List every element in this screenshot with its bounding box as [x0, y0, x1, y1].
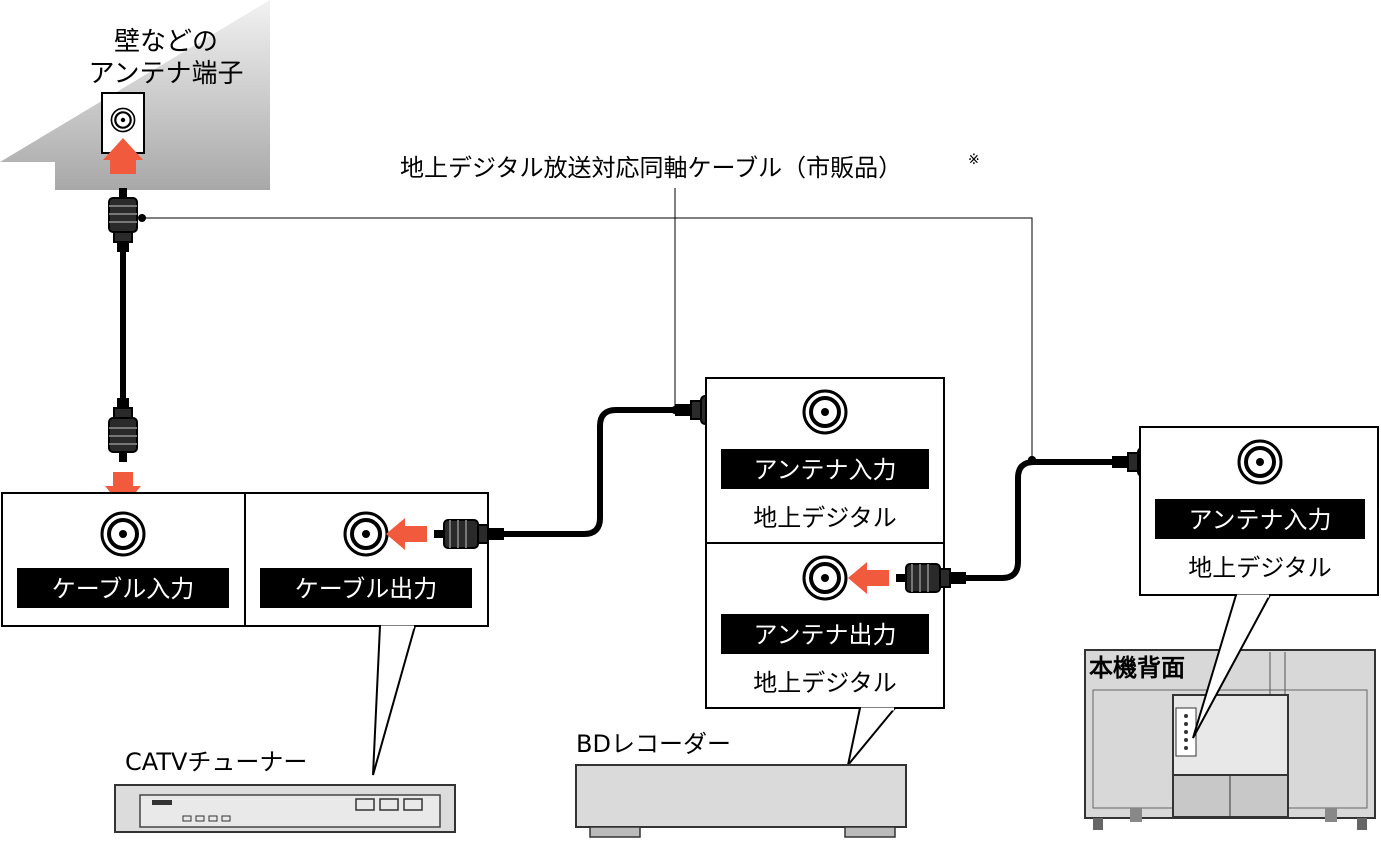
catv-output-label: ケーブル出力 — [295, 575, 438, 603]
coax-cable-catv-to-recorder — [504, 407, 690, 537]
arrow-up-icon — [103, 138, 143, 174]
recorder-antenna-in-label: アンテナ入力 — [753, 456, 896, 484]
tv-rear-label: 本機背面 — [1089, 654, 1185, 682]
bd-recorder-illustration — [575, 764, 907, 838]
tv-antenna-in-label: アンテナ入力 — [1188, 506, 1331, 534]
catv-device-name: CATVチューナー — [125, 748, 307, 776]
cable-caption-note: ※ — [968, 152, 980, 168]
recorder-antenna-in-sub: 地上デジタル — [753, 504, 897, 532]
cable-caption: 地上デジタル放送対応同軸ケーブル（市販品） — [400, 154, 902, 182]
catv-input-label-bg — [17, 568, 229, 608]
catv-callout — [372, 625, 417, 776]
recorder-out-jack-icon — [802, 555, 848, 601]
tv-antenna-in-sub: 地上デジタル — [1188, 554, 1332, 582]
wall-label-line2: アンテナ端子 — [89, 59, 244, 89]
coax-cable-recorder-to-tv — [966, 459, 1120, 581]
catv-input-jack-icon — [100, 511, 146, 557]
coax-cable-wall-to-catv — [108, 187, 138, 463]
tv-rear-illustration — [1084, 649, 1376, 830]
wall-outlet-jack-icon — [110, 107, 136, 133]
catv-input-label: ケーブル入力 — [52, 575, 195, 603]
recorder-device-name: BDレコーダー — [576, 730, 731, 758]
arrow-down-icon — [105, 472, 141, 508]
arrow-left-icon — [848, 562, 889, 594]
recorder-callout — [847, 707, 898, 766]
recorder-antenna-out-sub: 地上デジタル — [753, 669, 897, 697]
catv-tuner-illustration — [114, 784, 456, 833]
tv-in-jack-icon — [1237, 439, 1283, 485]
recorder-antenna-out-label: アンテナ出力 — [753, 621, 896, 649]
catv-output-label-bg — [260, 568, 472, 608]
recorder-in-jack-icon — [802, 389, 848, 435]
wall-label-line1: 壁などの — [114, 27, 218, 57]
arrow-left-icon — [386, 518, 427, 550]
catv-output-jack-icon — [343, 511, 389, 557]
caption-leader-lines — [142, 188, 1033, 460]
